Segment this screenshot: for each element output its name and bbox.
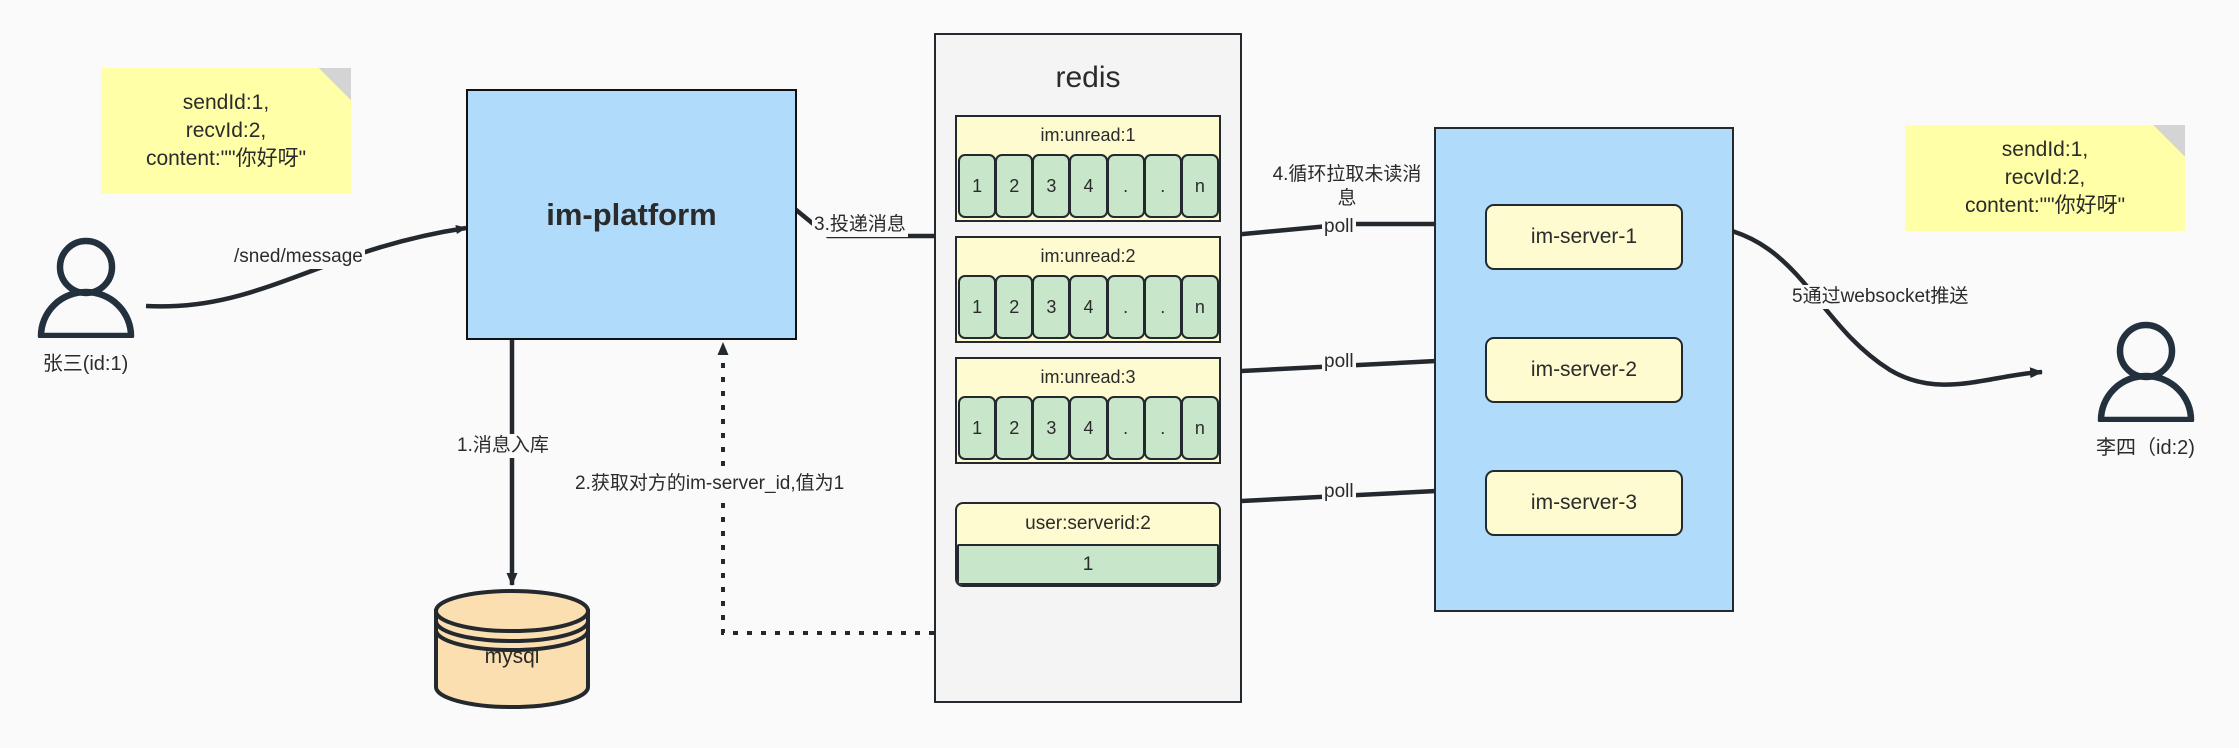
redis-cell[interactable]: 4 [1069,275,1108,339]
redis-cell[interactable]: . [1106,275,1145,339]
redis-cell[interactable]: 2 [995,396,1034,460]
redis-kv-key: user:serverid:2 [1025,513,1151,534]
mysql-label: mysql [484,645,540,668]
redis-cell[interactable]: 1 [958,396,997,460]
note-fold-corner-icon [2153,125,2185,157]
edge-label-step3: 3.投递消息 [812,213,908,237]
edge-label-step2: 2.获取对方的im-server_id,值为1 [573,472,847,496]
redis-cell[interactable]: 1 [958,154,997,218]
actor-sender-label: 张三(id:1) [42,353,129,375]
redis-cell[interactable]: . [1143,154,1182,218]
note-fold-corner-icon [319,68,351,100]
im-platform-label: im-platform [546,196,717,232]
redis-list-key: im:unread:3 [1040,367,1136,387]
actor-receiver-label: 李四（id:2) [2096,437,2195,459]
redis-list-key: im:unread:2 [1040,246,1136,266]
redis-kv-user-serverid[interactable]: user:serverid:2 1 [955,502,1221,587]
redis-cell[interactable]: 4 [1069,154,1108,218]
redis-cell[interactable]: 1 [958,275,997,339]
redis-cell[interactable]: . [1143,396,1182,460]
edge-sender-to-platform [145,225,467,309]
node-redis[interactable]: redis im:unread:1 1 2 3 4 . . n im:unrea… [934,33,1242,703]
redis-list-key: im:unread:1 [1040,125,1136,145]
redis-cell[interactable]: . [1143,275,1182,339]
redis-cell[interactable]: . [1106,154,1145,218]
redis-cell[interactable]: 3 [1032,396,1071,460]
node-im-server-1[interactable]: im-server-1 [1485,203,1683,270]
edge-label-step5: 5通过websocket推送 [1790,285,1971,309]
user-icon [2097,321,2194,422]
redis-cell[interactable]: 2 [995,275,1034,339]
note-right-text: sendId:1, recvId:2, content:""你好呀" [1964,137,2126,218]
redis-cell[interactable]: 3 [1032,154,1071,218]
actor-sender[interactable]: 张三(id:1) [18,236,153,376]
im-server-1-label: im-server-1 [1530,224,1638,248]
im-server-2-label: im-server-2 [1530,357,1638,381]
user-icon [37,237,134,338]
edge-label-poll-1: poll [1322,215,1356,239]
node-im-server-cluster[interactable]: im-server-1 im-server-2 im-server-3 [1434,127,1734,612]
node-mysql[interactable]: mysql [432,589,592,709]
database-cylinder-icon [434,589,590,709]
edge-server1-to-receiver [1689,221,2043,387]
redis-cell[interactable]: 3 [1032,275,1071,339]
redis-list-im-unread-3[interactable]: im:unread:3 1 2 3 4 . . n [955,357,1221,464]
redis-list-im-unread-1[interactable]: im:unread:1 1 2 3 4 . . n [955,115,1221,222]
note-right-message-payload: sendId:1, recvId:2, content:""你好呀" [1905,125,2185,231]
edge-label-step1: 1.消息入库 [455,434,551,458]
redis-list-im-unread-2[interactable]: im:unread:2 1 2 3 4 . . n [955,236,1221,343]
edge-label-poll-2: poll [1322,350,1356,374]
redis-kv-value: 1 [957,544,1219,585]
im-server-3-label: im-server-3 [1530,490,1638,514]
edge-redis-to-platform-dashed [717,342,962,635]
node-im-server-3[interactable]: im-server-3 [1485,469,1683,536]
redis-cell[interactable]: n [1180,396,1219,460]
redis-cell[interactable]: 4 [1069,396,1108,460]
redis-list-cells: 1 2 3 4 . . n [957,396,1219,462]
redis-cell[interactable]: . [1106,396,1145,460]
redis-cell[interactable]: n [1180,275,1219,339]
note-left-text: sendId:1, recvId:2, content:""你好呀" [145,90,307,171]
edge-label-step4: 4.循环拉取未读消 息 [1256,163,1438,211]
redis-cell[interactable]: 2 [995,154,1034,218]
redis-list-cells: 1 2 3 4 . . n [957,275,1219,341]
redis-title: redis [1055,61,1121,94]
node-im-platform[interactable]: im-platform [466,89,797,340]
note-left-message-payload: sendId:1, recvId:2, content:""你好呀" [101,68,351,194]
actor-receiver[interactable]: 李四（id:2) [2078,320,2213,460]
edge-label-send-message: /sned/message [232,245,365,269]
edge-label-poll-3: poll [1322,480,1356,504]
redis-cell[interactable]: n [1180,154,1219,218]
node-im-server-2[interactable]: im-server-2 [1485,336,1683,403]
redis-list-cells: 1 2 3 4 . . n [957,154,1219,220]
